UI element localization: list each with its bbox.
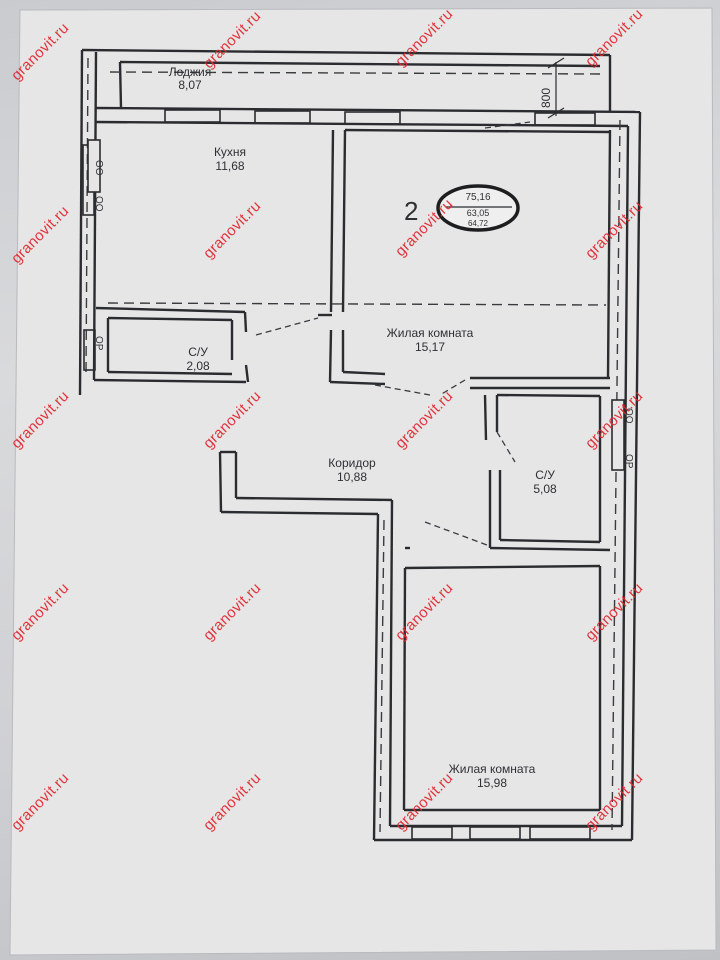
kitchen-name: Кухня xyxy=(214,145,246,159)
dimension-label: 800 xyxy=(539,88,553,108)
living2-name: Жилая комната xyxy=(449,762,536,776)
windows xyxy=(82,109,596,840)
duct-label-1: ОО xyxy=(93,160,104,176)
area-living-total: 63,05 xyxy=(467,208,490,218)
bath2-area: 5,08 xyxy=(533,482,557,496)
apartment-number: 2 xyxy=(404,196,418,226)
paper-sheet xyxy=(10,8,716,955)
kitchen-area: 11,68 xyxy=(215,159,244,173)
living1-area: 15,17 xyxy=(415,340,445,354)
area-badge: 75,16 63,05 64,72 xyxy=(436,184,520,232)
ducts xyxy=(87,139,625,471)
balcony-name: Лоджия xyxy=(169,65,212,79)
duct-label-2: ОО xyxy=(93,196,104,212)
door-swings xyxy=(255,121,531,546)
duct-label-4: ОО xyxy=(623,408,634,424)
walls xyxy=(78,48,642,842)
corridor-area: 10,88 xyxy=(337,470,367,484)
area-living: 64,72 xyxy=(468,219,489,228)
balcony-area: 8,07 xyxy=(178,78,202,92)
bath1-name: С/У xyxy=(188,345,208,359)
bath1-area: 2,08 xyxy=(186,359,210,373)
dimension-marker xyxy=(547,57,565,119)
axis-lines xyxy=(85,57,621,833)
living2-area: 15,98 xyxy=(477,776,507,790)
area-total: 75,16 xyxy=(465,192,490,203)
bath2-name: С/У xyxy=(535,468,555,482)
duct-label-5: ОР xyxy=(623,454,634,469)
living1-name: Жилая комната xyxy=(387,326,474,340)
duct-label-3: ОР xyxy=(93,336,104,351)
corridor-name: Коридор xyxy=(328,456,376,470)
